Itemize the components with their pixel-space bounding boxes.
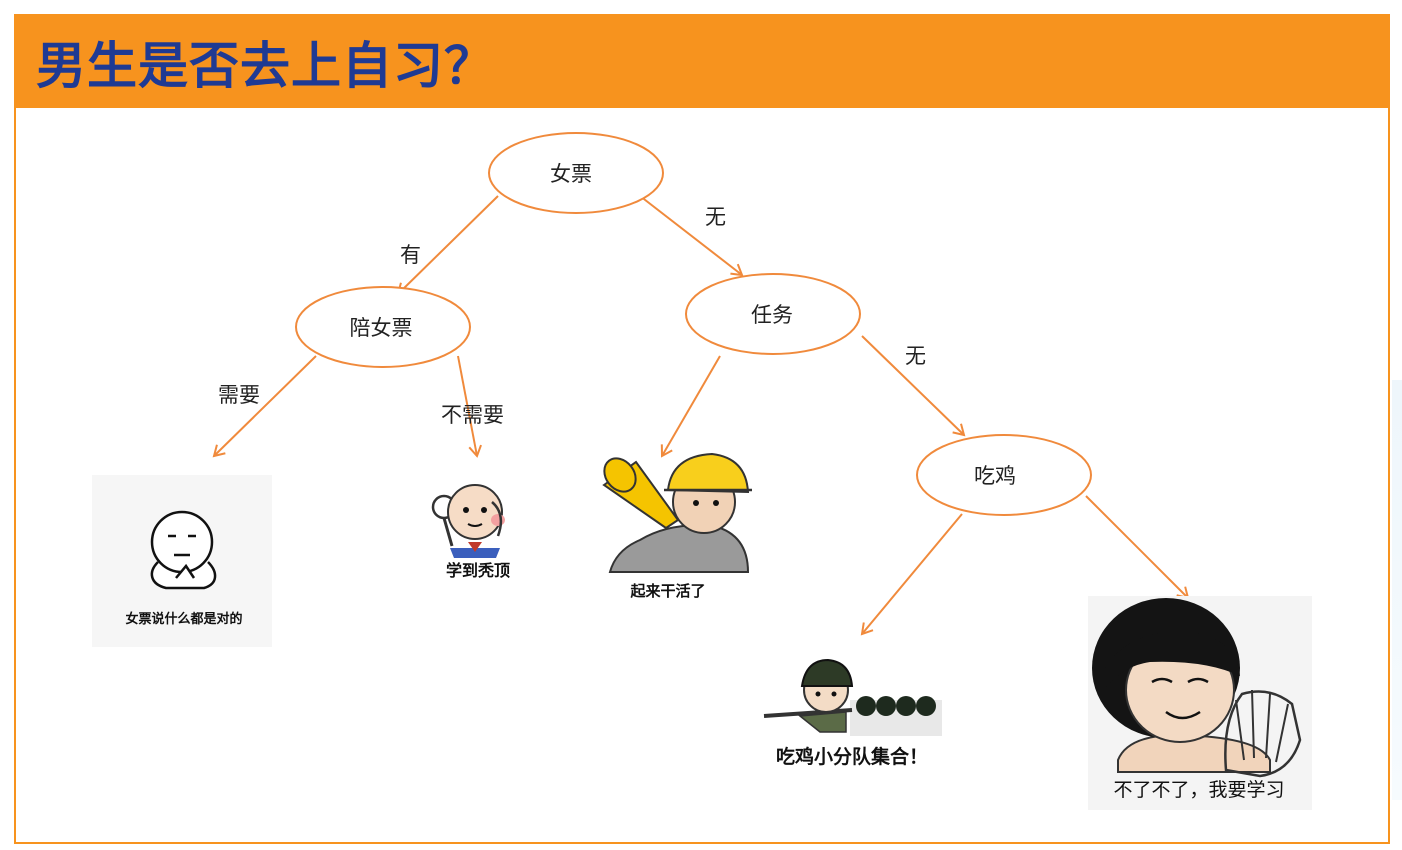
node-chicken-label: 吃鸡 — [974, 464, 1016, 488]
edge-task-work — [660, 355, 721, 458]
edge-accompany-girlfriend — [212, 355, 317, 458]
leaf-wave-meme: 不了不了，我要学习 — [1088, 596, 1312, 810]
edge-label-none-1: 无 — [705, 205, 726, 229]
node-accompany: 陪女票 — [295, 286, 471, 368]
node-root: 女票 — [488, 132, 664, 214]
leaf-worker-meme: 起来干活了 — [602, 452, 752, 600]
node-chicken: 吃鸡 — [916, 434, 1092, 516]
node-task: 任务 — [685, 273, 861, 355]
bald-student-icon — [431, 484, 505, 558]
leaf-squad-meme: 吃鸡小分队集合！ — [763, 658, 942, 768]
edge-accompany-study — [457, 355, 482, 458]
leaf-bald-meme: 学到秃顶 — [431, 484, 510, 580]
shrug-face-icon — [150, 510, 217, 590]
edge-strip — [1392, 380, 1402, 800]
edge-label-need: 需要 — [218, 383, 260, 407]
edge-task-chicken — [861, 335, 966, 437]
edge-root-accompany — [396, 195, 499, 296]
leaf-girlfriend-caption: 女票说什么都是对的 — [125, 611, 242, 627]
edge-chicken-squad — [860, 513, 963, 636]
leaf-bald-caption: 学到秃顶 — [446, 561, 510, 580]
edge-chicken-study — [1085, 495, 1190, 600]
edge-label-no-need: 不需要 — [441, 403, 504, 427]
megaphone-worker-icon — [602, 452, 752, 573]
soldier-squad-icon — [763, 658, 942, 736]
node-accompany-label: 陪女票 — [350, 316, 413, 340]
waving-face-icon — [1092, 598, 1302, 778]
leaf-worker-caption: 起来干活了 — [629, 582, 705, 600]
edge-label-has: 有 — [400, 243, 421, 267]
slide-title: 男生是否去上自习？ — [36, 37, 495, 95]
leaf-squad-caption: 吃鸡小分队集合！ — [776, 745, 928, 768]
leaf-wave-caption: 不了不了，我要学习 — [1113, 779, 1284, 801]
node-task-label: 任务 — [751, 303, 793, 327]
slide-frame: 男生是否去上自习？ — [14, 14, 1390, 844]
node-root-label: 女票 — [550, 162, 592, 186]
title-bar: 男生是否去上自习？ — [16, 16, 1388, 108]
edge-root-task — [639, 195, 744, 277]
edge-label-none-2: 无 — [905, 344, 926, 368]
leaf-girlfriend-meme: 女票说什么都是对的 — [92, 475, 272, 647]
